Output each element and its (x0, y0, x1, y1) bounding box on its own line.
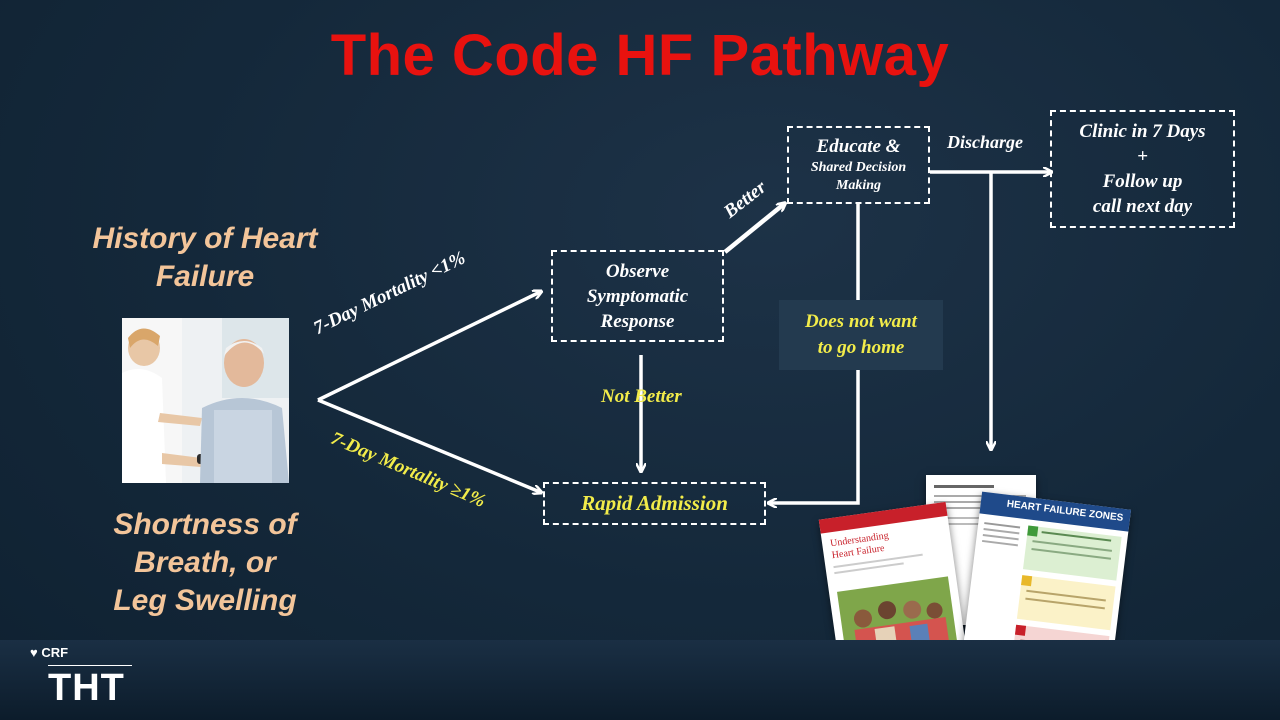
footer-band (0, 640, 1280, 720)
tht-logo: THT (48, 667, 125, 709)
symptoms-line-2: Breath, or (134, 546, 276, 579)
educate-box: Educate & Shared Decision Making (787, 126, 930, 204)
does-not-want-home-note: Does not want to go home (779, 300, 943, 370)
discharge-label: Discharge (947, 132, 1023, 152)
clinic-box: Clinic in 7 Days + Follow up call next d… (1050, 110, 1235, 228)
history-line-2: Failure (155, 260, 255, 293)
rapid-admission-box: Rapid Admission (543, 482, 766, 525)
patient-exam-illustration (122, 318, 289, 483)
rapid-admission-label: Rapid Admission (581, 491, 728, 515)
educate-sub-2: Making (835, 178, 882, 193)
observe-line-1: Observe (605, 260, 670, 282)
clinic-line-4: call next day (1092, 196, 1193, 217)
history-label: History of Heart Failure (60, 220, 350, 296)
educate-title: Educate & (816, 136, 901, 157)
observe-line-3: Response (600, 310, 675, 332)
not-better-label: Not Better (601, 386, 682, 407)
note-line-2: to go home (817, 337, 905, 358)
crf-logo: ♥ CRF (30, 645, 68, 660)
crf-logo-text: CRF (41, 645, 69, 660)
note-line-1: Does not want (805, 311, 917, 332)
high-mortality-label: 7-Day Mortality ≥1% (327, 428, 489, 513)
observe-line-2: Symptomatic (586, 285, 689, 307)
symptoms-label: Shortness of Breath, or Leg Swelling (60, 506, 350, 620)
heart-icon: ♥ (30, 645, 38, 660)
patient-photo (122, 318, 289, 483)
observe-box: Observe Symptomatic Response (551, 250, 724, 342)
history-line-1: History of Heart (92, 222, 318, 255)
better-label: Better (720, 176, 771, 223)
logo-divider (48, 665, 132, 666)
clinic-line-1: Clinic in 7 Days (1079, 121, 1206, 142)
clinic-line-3: Follow up (1102, 171, 1183, 192)
symptoms-line-1: Shortness of (113, 508, 297, 541)
educate-sub-1: Shared Decision (810, 160, 907, 175)
page-title: The Code HF Pathway (330, 23, 950, 88)
clinic-line-2: + (1137, 146, 1148, 167)
symptoms-line-3: Leg Swelling (113, 584, 297, 617)
